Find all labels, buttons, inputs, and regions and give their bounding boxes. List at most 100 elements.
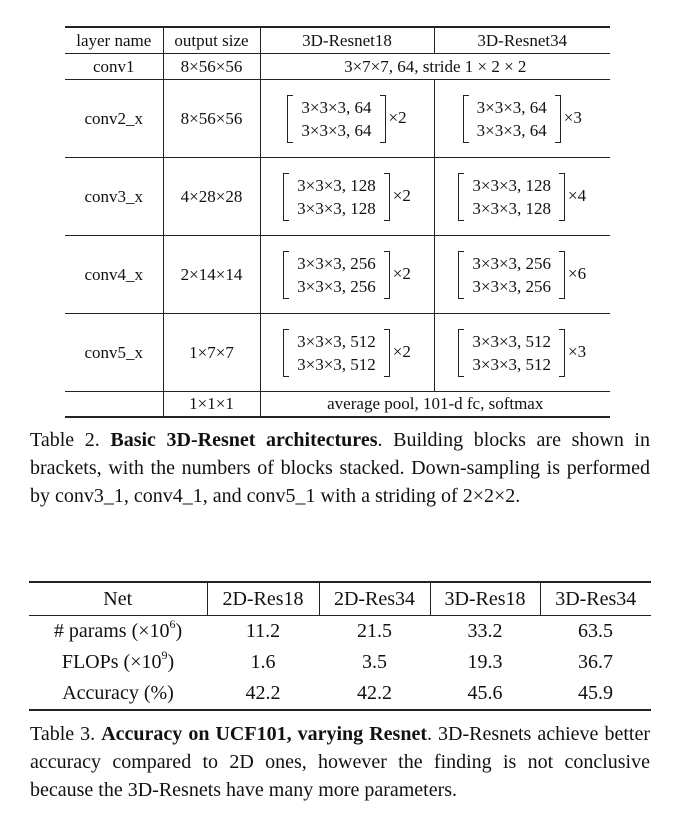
caption-title: Basic 3D-Resnet architectures xyxy=(110,429,378,451)
left-bracket xyxy=(283,328,290,377)
output-size-cell: 1×7×7 xyxy=(162,313,260,392)
table3-caption: Table 3. Accuracy on UCF101, varying Res… xyxy=(30,720,650,804)
header-layer-name: layer name xyxy=(76,30,152,50)
row-label: FLOPs (×109) xyxy=(61,648,175,673)
right-bracket xyxy=(559,250,566,299)
block-multiplier: ×2 xyxy=(392,185,411,205)
block-line: 3×3×3, 256 xyxy=(297,276,376,296)
caption-text: . Building blocks are shown in brackets,… xyxy=(30,429,650,507)
block-line: 3×3×3, 512 xyxy=(297,331,376,351)
output-size-cell: 8×56×56 xyxy=(162,79,260,158)
table-row-flops: FLOPs (×109) 1.6 3.5 19.3 36.7 xyxy=(29,647,651,678)
block-multiplier: ×3 xyxy=(568,341,587,361)
value-cell: 42.2 xyxy=(357,682,392,704)
value-cell: 19.3 xyxy=(467,651,503,673)
left-bracket xyxy=(458,328,465,377)
block-multiplier: ×2 xyxy=(388,107,407,127)
value-cell: 3.5 xyxy=(362,651,387,673)
table3-header-row: Net 2D-Res18 2D-Res34 3D-Res18 3D-Res34 xyxy=(29,582,651,616)
block-multiplier: ×6 xyxy=(568,263,587,283)
right-bracket xyxy=(379,94,386,143)
header-2d-res18: 2D-Res18 xyxy=(206,582,319,616)
block-multiplier: ×2 xyxy=(392,341,411,361)
block-line: 3×3×3, 64 xyxy=(301,97,372,117)
layer-name-cell: conv2_x xyxy=(84,108,144,128)
empty-cell xyxy=(65,392,163,418)
value-cell: 45.6 xyxy=(467,682,503,704)
caption-title: Accuracy on UCF101, varying Resnet xyxy=(101,723,427,745)
value-cell: 21.5 xyxy=(357,620,392,642)
caption-text: . 3D-Resnets achieve better accuracy com… xyxy=(30,723,651,801)
block-line: 3×3×3, 128 xyxy=(297,175,376,195)
right-bracket xyxy=(383,328,390,377)
block-row-conv5: conv5_x 1×7×7 3×3×3, 512 3×3×3, 512 ×2 3×… xyxy=(65,313,610,392)
right-bracket xyxy=(554,94,561,143)
output-size-cell: 4×28×28 xyxy=(162,157,260,236)
layer-name-cell: conv5_x xyxy=(84,342,144,362)
bracketed-block: 3×3×3, 256 3×3×3, 256 ×6 xyxy=(458,250,587,299)
block-line: 3×3×3, 256 xyxy=(297,253,376,273)
caption-label: Table 2. xyxy=(30,429,100,451)
bracketed-block: 3×3×3, 64 3×3×3, 64 ×2 xyxy=(287,94,407,143)
left-bracket xyxy=(283,250,290,299)
row-label: Accuracy (%) xyxy=(62,682,174,704)
block-line: 3×3×3, 512 xyxy=(297,354,376,374)
conv1-spec-cell: 3×7×7, 64, stride 1 × 2 × 2 xyxy=(259,53,610,80)
header-output-size: output size xyxy=(162,27,260,54)
layer-name-cell: conv3_x xyxy=(84,186,144,206)
value-cell: 1.6 xyxy=(250,651,276,673)
block-multiplier: ×4 xyxy=(568,185,587,205)
left-bracket xyxy=(462,94,469,143)
left-bracket xyxy=(458,250,465,299)
output-size-cell: 8×56×56 xyxy=(162,53,260,80)
final-layer-spec-cell: average pool, 101-d fc, softmax xyxy=(259,391,610,417)
conv1-row: conv1 8×56×56 3×7×7, 64, stride 1 × 2 × … xyxy=(65,53,610,80)
caption-label: Table 3. xyxy=(30,723,96,745)
final-layer-row: 1×1×1 average pool, 101-d fc, softmax xyxy=(65,391,610,418)
table2-header-row: layer name output size 3D-Resnet18 3D-Re… xyxy=(65,27,610,54)
value-cell: 11.2 xyxy=(245,620,281,642)
output-size-cell: 2×14×14 xyxy=(162,235,260,314)
resnet18-block-cell: 3×3×3, 64 3×3×3, 64 ×2 xyxy=(259,79,434,158)
header-net: Net xyxy=(103,587,133,610)
left-bracket xyxy=(283,172,290,221)
table-row-accuracy: Accuracy (%) 42.2 42.2 45.6 45.9 xyxy=(29,678,651,710)
header-3d-resnet34: 3D-Resnet34 xyxy=(433,27,610,54)
table2-caption: Table 2. Basic 3D-Resnet architectures. … xyxy=(30,426,650,510)
layer-name-cell: conv1 xyxy=(92,56,135,76)
row-label: # params (×106) xyxy=(53,617,183,642)
block-line: 3×3×3, 256 xyxy=(472,276,552,296)
accuracy-table: Net 2D-Res18 2D-Res34 3D-Res18 3D-Res34 … xyxy=(29,581,651,711)
value-cell: 42.2 xyxy=(245,682,281,704)
block-row-conv2: conv2_x 8×56×56 3×3×3, 64 3×3×3, 64 ×2 3×… xyxy=(65,79,610,158)
block-line: 3×3×3, 512 xyxy=(472,354,552,374)
value-cell: 36.7 xyxy=(578,651,613,673)
resnet34-block-cell: 3×3×3, 256 3×3×3, 256 ×6 xyxy=(433,235,610,314)
layer-name-cell: conv4_x xyxy=(84,264,144,284)
left-bracket xyxy=(458,172,465,221)
value-cell: 63.5 xyxy=(578,620,613,642)
block-line: 3×3×3, 128 xyxy=(472,198,552,218)
value-cell: 33.2 xyxy=(467,620,503,642)
header-3d-res18: 3D-Res18 xyxy=(429,582,540,616)
block-line: 3×3×3, 64 xyxy=(301,120,372,140)
bracketed-block: 3×3×3, 512 3×3×3, 512 ×2 xyxy=(283,328,411,377)
table-row-params: # params (×106) 11.2 21.5 33.2 63.5 xyxy=(29,616,651,648)
resnet18-block-cell: 3×3×3, 512 3×3×3, 512 ×2 xyxy=(259,313,434,392)
header-3d-res34: 3D-Res34 xyxy=(539,582,651,616)
block-line: 3×3×3, 256 xyxy=(472,253,552,273)
architecture-table: layer name output size 3D-Resnet18 3D-Re… xyxy=(65,26,610,418)
right-bracket xyxy=(559,172,566,221)
left-bracket xyxy=(287,94,294,143)
